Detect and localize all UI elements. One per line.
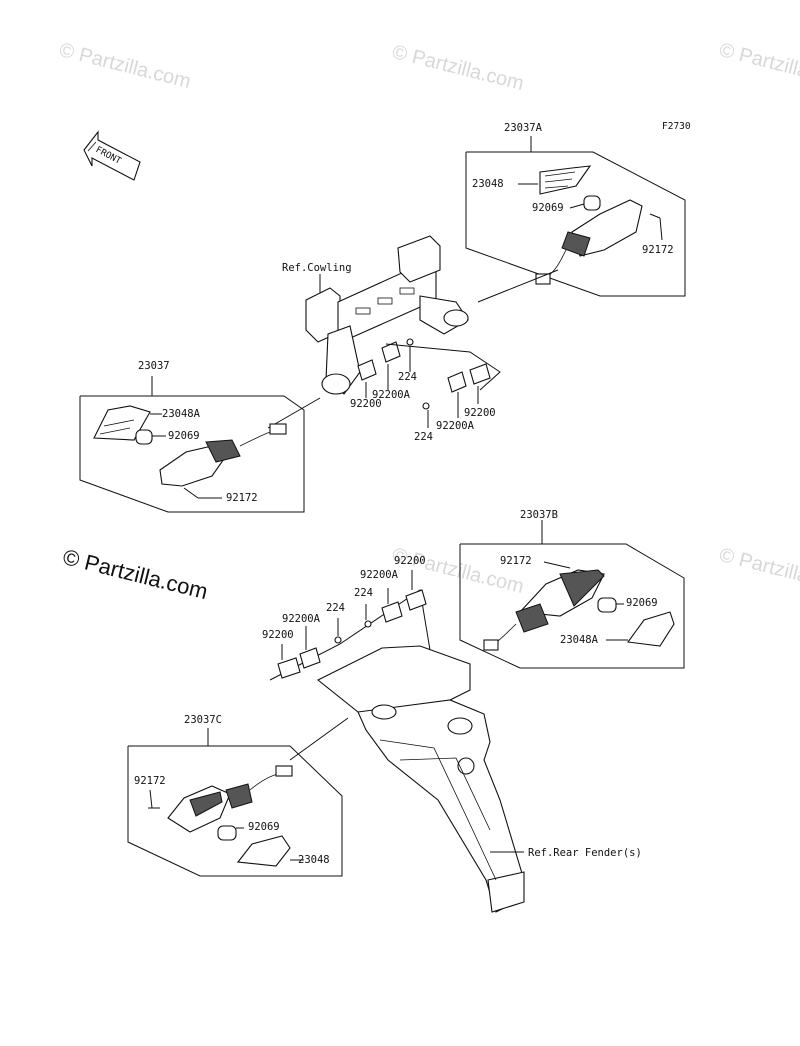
callout-23037B: 23037B: [520, 509, 558, 521]
callout-224-upper: 224: [398, 371, 417, 383]
callout-224-lower-mid: 224: [354, 587, 373, 599]
ref-cowling-label: Ref.Cowling: [282, 262, 352, 274]
callout-92069-left: 92069: [168, 430, 200, 442]
callout-92200-lower-left: 92200: [262, 629, 294, 641]
cowling-bracket: [305, 235, 469, 395]
callout-92200A-lower-left: 92200A: [282, 613, 320, 625]
callout-92200-lower-top: 92200: [394, 555, 426, 567]
callout-92200-upper-right: 92200: [464, 407, 496, 419]
callout-92200A-upper-right: 92200A: [436, 420, 474, 432]
callout-23048A-left: 23048A: [162, 408, 200, 420]
rear-fender: [316, 645, 525, 913]
callout-224-lower-left: 224: [326, 602, 345, 614]
callout-23048A-right: 23048A: [560, 634, 598, 646]
box-23037B: [459, 520, 685, 669]
callout-23037A: 23037A: [504, 122, 542, 134]
callout-224-upper-right: 224: [414, 431, 433, 443]
callout-92200A-lower-mid: 92200A: [360, 569, 398, 581]
front-arrow-icon: [83, 130, 141, 181]
callout-92069-top: 92069: [532, 202, 564, 214]
callout-92200A-upper: 92200A: [372, 389, 410, 401]
callout-23037C: 23037C: [184, 714, 222, 726]
bracket-hardware-lower: [269, 570, 431, 681]
figure-code: F2730: [662, 121, 691, 132]
callout-23048-bottom: 23048: [298, 854, 330, 866]
callout-92200-upper-left: 92200: [350, 398, 382, 410]
callout-92172-left: 92172: [226, 492, 258, 504]
ref-rear-fender-label: Ref.Rear Fender(s): [528, 847, 642, 859]
box-23037C: [127, 728, 343, 877]
callout-92172-right: 92172: [500, 555, 532, 567]
box-23037: [79, 376, 305, 513]
callout-92172-top: 92172: [642, 244, 674, 256]
callout-23037: 23037: [138, 360, 170, 372]
callout-92069-bottom: 92069: [248, 821, 280, 833]
bracket-hardware-upper: [357, 338, 501, 428]
callout-23048: 23048: [472, 178, 504, 190]
box-23037A: [465, 136, 686, 297]
callout-92172-bottom: 92172: [134, 775, 166, 787]
callout-92069-right: 92069: [626, 597, 658, 609]
